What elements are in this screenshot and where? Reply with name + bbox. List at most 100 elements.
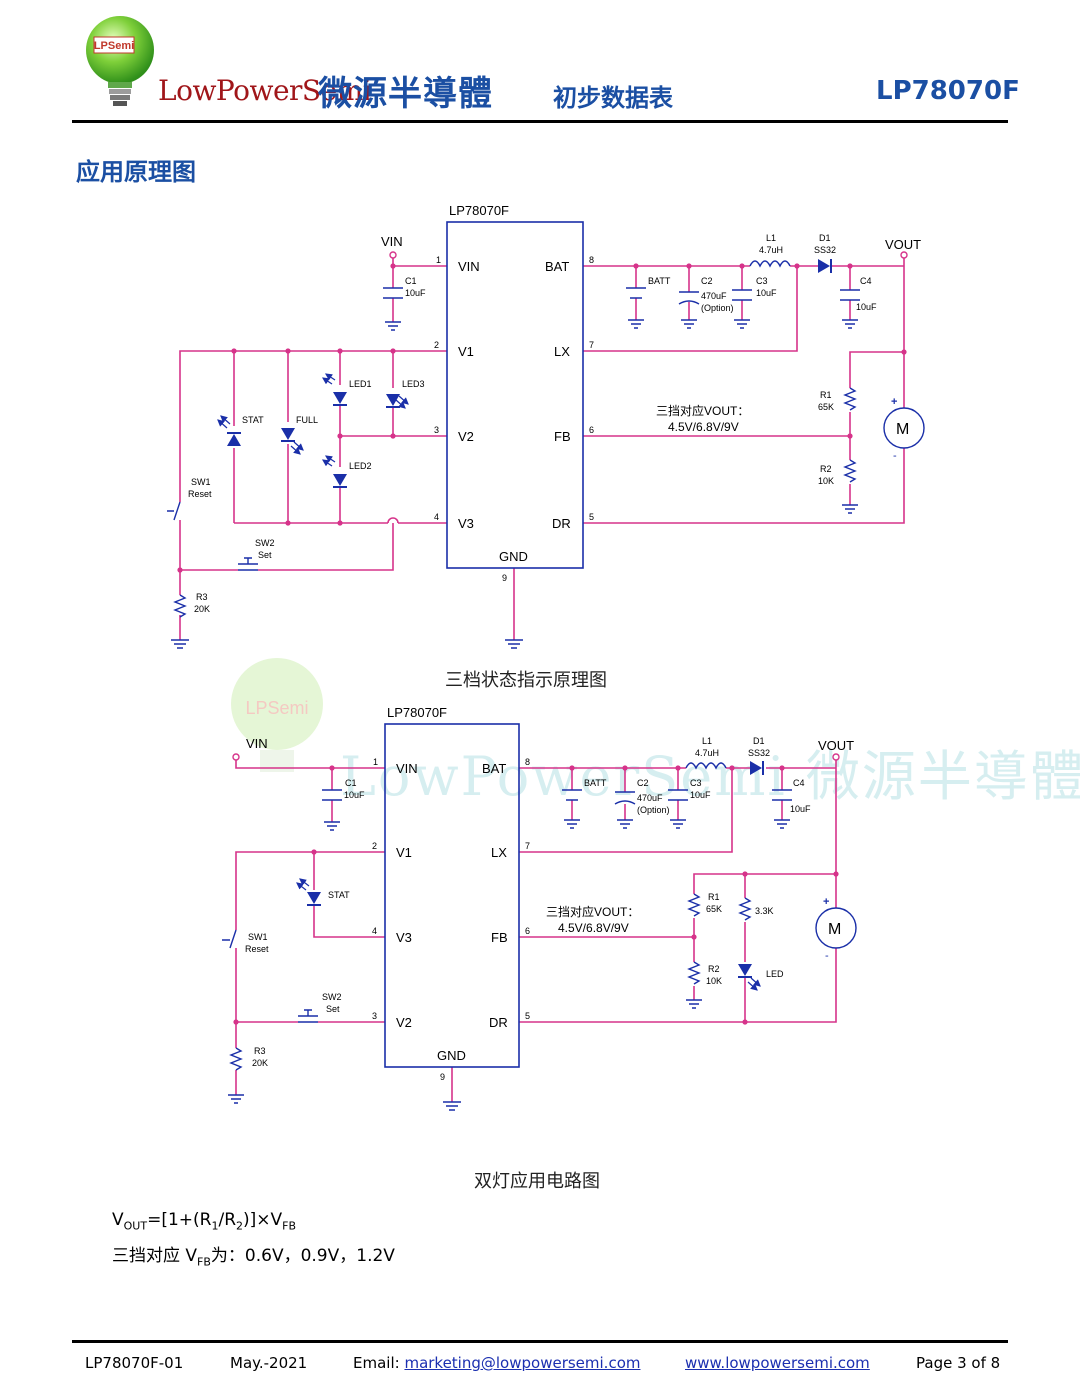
c1-value: 10uF bbox=[344, 790, 365, 800]
r3-label: R3 bbox=[196, 592, 208, 602]
c2-option: (Option) bbox=[701, 303, 734, 313]
wires bbox=[179, 258, 905, 640]
r2-label: R2 bbox=[708, 964, 720, 974]
sw2-label: SW2 bbox=[322, 992, 342, 1002]
battery-icon bbox=[562, 789, 582, 801]
vout-terminal-icon bbox=[900, 251, 908, 259]
sw1-value: Reset bbox=[245, 944, 269, 954]
stat-label: STAT bbox=[328, 890, 350, 900]
c2-capacitor-icon bbox=[614, 791, 636, 805]
diode-icon bbox=[750, 761, 762, 775]
motor-minus: - bbox=[825, 950, 829, 962]
vout-note-line2: 4.5V/6.8V/9V bbox=[668, 420, 739, 434]
c3-value: 10uF bbox=[756, 288, 777, 298]
logo-text: LPSemi bbox=[94, 40, 134, 52]
ground-icon bbox=[670, 819, 686, 829]
pin-lx: LX bbox=[491, 845, 507, 860]
schematic-three-level: LP78070F VIN VOUT VIN V1 V2 V3 BAT LX FB… bbox=[167, 203, 925, 649]
full-label: FULL bbox=[296, 415, 318, 425]
pin-num: 1 bbox=[436, 255, 441, 265]
watermark-bulb-icon: LPSemi bbox=[231, 658, 323, 772]
c3-label: C3 bbox=[690, 778, 702, 788]
light-arrows bbox=[296, 878, 761, 991]
sw2-value: Set bbox=[326, 1004, 340, 1014]
r1-value: 65K bbox=[818, 402, 834, 412]
vin-terminal-icon bbox=[232, 753, 240, 761]
schematic-dual-led: LP78070F VIN VOUT VIN V1 V3 V2 BAT LX FB… bbox=[222, 705, 857, 1111]
pin-num: 4 bbox=[372, 926, 377, 936]
d1-value: SS32 bbox=[748, 748, 770, 758]
c1-label: C1 bbox=[345, 778, 357, 788]
ground-icon bbox=[628, 319, 644, 329]
pin-num: 1 bbox=[373, 757, 378, 767]
pin-num: 9 bbox=[440, 1072, 445, 1082]
pin-v3: V3 bbox=[458, 516, 474, 531]
inductor-icon bbox=[685, 762, 727, 770]
d1-label: D1 bbox=[819, 233, 831, 243]
vin-net-label: VIN bbox=[381, 234, 403, 249]
pin-num: 7 bbox=[589, 340, 594, 350]
pin-num: 5 bbox=[589, 512, 594, 522]
l1-value: 4.7uH bbox=[759, 245, 783, 255]
sw1-label: SW1 bbox=[191, 477, 211, 487]
formula-sub: OUT bbox=[123, 1219, 148, 1233]
semiconductors bbox=[227, 259, 832, 488]
c2-label: C2 bbox=[701, 276, 713, 286]
led3-label: LED3 bbox=[402, 379, 425, 389]
semiconductors bbox=[307, 761, 764, 978]
stat-led-icon bbox=[307, 892, 321, 904]
r1-label: R1 bbox=[708, 892, 720, 902]
part-number: LP78070F bbox=[876, 76, 1020, 106]
sw1-label: SW1 bbox=[248, 932, 268, 942]
ground-icon bbox=[324, 821, 340, 831]
formula-part: V bbox=[112, 1210, 124, 1230]
stat-led-icon bbox=[227, 434, 241, 446]
c4-value: 10uF bbox=[790, 804, 811, 814]
bulb-logo-icon: LPSemi bbox=[86, 16, 154, 106]
pin-num: 3 bbox=[434, 425, 439, 435]
vout-formula: VOUT=[1+(R1/R2)]×VFB bbox=[112, 1210, 296, 1232]
formula-part: 三挡对应 V bbox=[112, 1246, 198, 1266]
c3-value: 10uF bbox=[690, 790, 711, 800]
pin-gnd: GND bbox=[499, 549, 528, 564]
pin-v2: V2 bbox=[396, 1015, 412, 1030]
motor-label: M bbox=[828, 921, 841, 938]
led1-label: LED1 bbox=[349, 379, 372, 389]
chip-name: LP78070F bbox=[387, 705, 447, 720]
pin-v1: V1 bbox=[458, 344, 474, 359]
pin-v3: V3 bbox=[396, 930, 412, 945]
vfb-levels: 三挡对应 VFB为：0.6V，0.9V，1.2V bbox=[112, 1241, 395, 1268]
ground-icon bbox=[564, 819, 580, 829]
pin-num: 3 bbox=[372, 1011, 377, 1021]
chip-name: LP78070F bbox=[449, 203, 509, 218]
batt-label: BATT bbox=[648, 276, 671, 286]
c2-capacitor-icon bbox=[678, 291, 700, 305]
footer-page: Page 3 of 8 bbox=[916, 1354, 1001, 1372]
c4-label: C4 bbox=[860, 276, 872, 286]
motor-icon bbox=[883, 407, 925, 449]
website-link[interactable]: www.lowpowersemi.com bbox=[685, 1354, 870, 1372]
r3-resistor-icon bbox=[173, 594, 187, 618]
d1-label: D1 bbox=[753, 736, 765, 746]
email-link[interactable]: marketing@lowpowersemi.com bbox=[404, 1354, 641, 1372]
led-icon bbox=[738, 964, 752, 976]
junctions bbox=[233, 765, 839, 1025]
section-title: 应用原理图 bbox=[76, 158, 196, 186]
pin-dr: DR bbox=[552, 516, 571, 531]
r2-resistor-icon bbox=[687, 961, 701, 985]
ground-icon bbox=[443, 1101, 461, 1111]
vin-terminal-icon bbox=[389, 251, 397, 259]
pin-bat: BAT bbox=[482, 761, 506, 776]
components bbox=[167, 260, 925, 649]
pin-num: 4 bbox=[434, 512, 439, 522]
c3-label: C3 bbox=[756, 276, 768, 286]
document-type: 初步数据表 bbox=[553, 84, 673, 112]
watermark-logo: LPSemi bbox=[222, 652, 332, 784]
sw1-switch-icon bbox=[222, 929, 237, 949]
r2-resistor-icon bbox=[843, 459, 857, 483]
r3-value: 20K bbox=[252, 1058, 268, 1068]
l1-label: L1 bbox=[766, 233, 776, 243]
header-logo: LPSemi bbox=[80, 12, 160, 112]
formula-sub: 1 bbox=[211, 1219, 219, 1233]
c2-label: C2 bbox=[637, 778, 649, 788]
